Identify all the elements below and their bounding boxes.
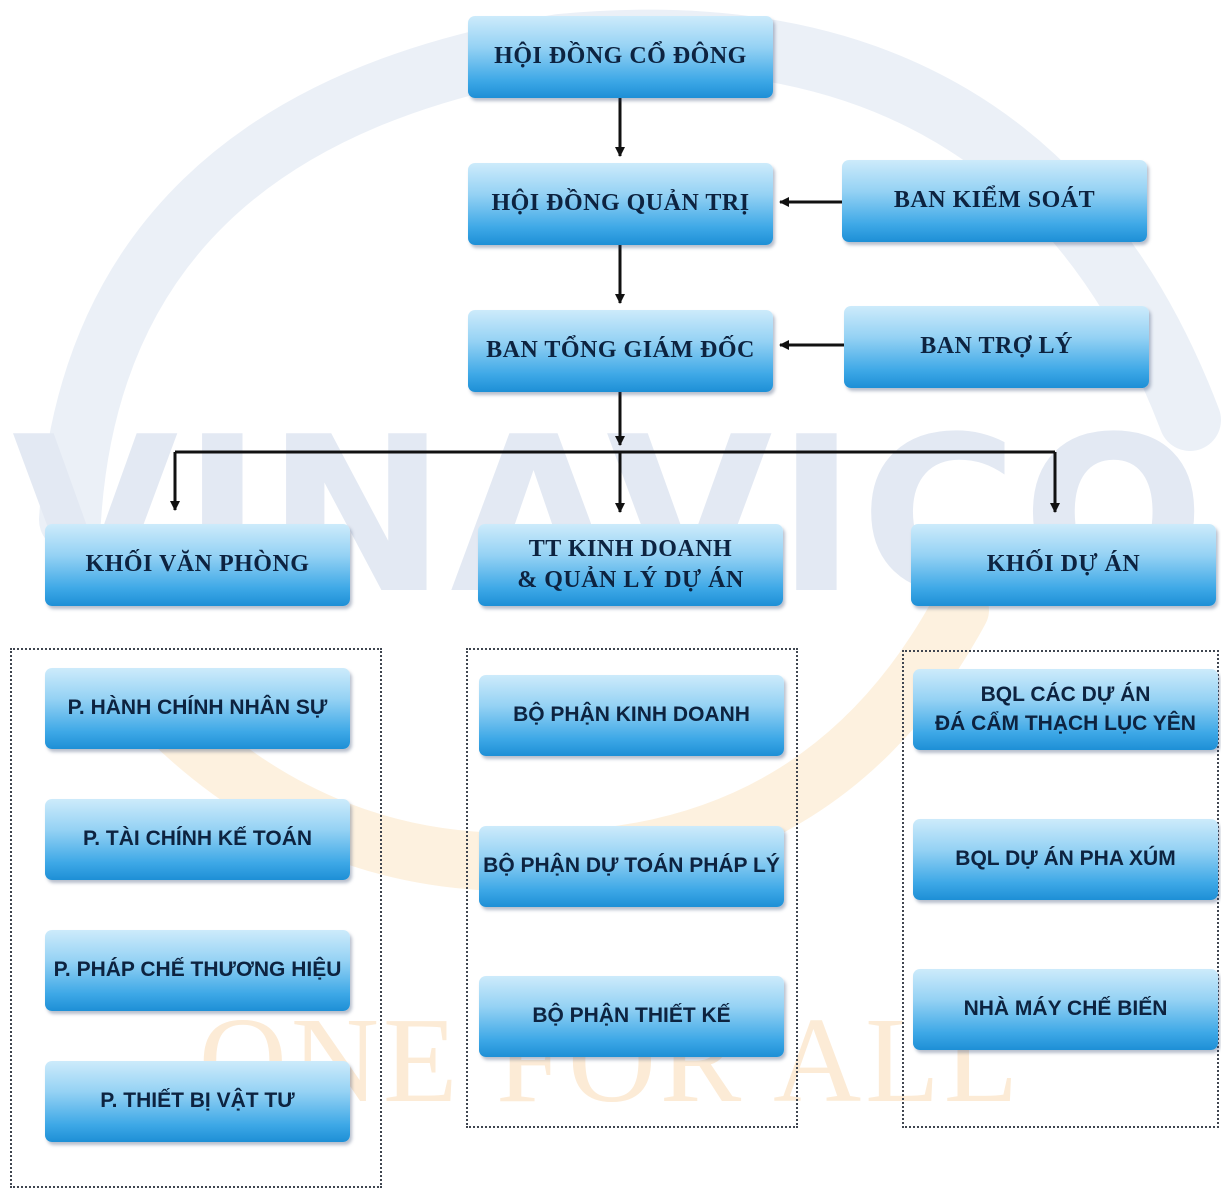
projects-unit-box: NHÀ MÁY CHẾ BIẾN xyxy=(913,969,1218,1050)
projects-division-box: KHỐI DỰ ÁN xyxy=(911,524,1216,606)
projects-unit-label-line1: BQL CÁC DỰ ÁN xyxy=(980,683,1151,707)
projects-unit-label-line2: ĐÁ CẨM THẠCH LỤC YÊN xyxy=(935,711,1196,735)
office-unit-box: P. TÀI CHÍNH KẾ TOÁN xyxy=(45,799,350,880)
office-unit-label: P. PHÁP CHẾ THƯƠNG HIỆU xyxy=(53,958,342,982)
office-unit-label: P. TÀI CHÍNH KẾ TOÁN xyxy=(82,827,313,851)
business-unit-label: BỘ PHẬN THIẾT KẾ xyxy=(532,1004,731,1028)
supervisory-box: BAN KIỂM SOÁT xyxy=(842,160,1147,242)
business-division-label-line2: & QUẢN LÝ DỰ ÁN xyxy=(517,567,744,593)
business-division-label-line1: TT KINH DOANH xyxy=(528,535,733,562)
office-units-group xyxy=(10,648,382,1188)
projects-units-group xyxy=(902,650,1219,1128)
office-unit-label: P. HÀNH CHÍNH NHÂN SỰ xyxy=(67,696,328,720)
office-unit-label: P. THIẾT BỊ VẬT TƯ xyxy=(100,1089,295,1113)
board-label: HỘI ĐỒNG QUẢN TRỊ xyxy=(491,190,750,217)
business-division-box: TT KINH DOANH & QUẢN LÝ DỰ ÁN xyxy=(478,524,783,606)
business-unit-box: BỘ PHẬN DỰ TOÁN PHÁP LÝ xyxy=(479,826,784,907)
executive-label: BAN TỔNG GIÁM ĐỐC xyxy=(486,337,755,364)
projects-unit-label: NHÀ MÁY CHẾ BIẾN xyxy=(963,997,1168,1021)
board-box: HỘI ĐỒNG QUẢN TRỊ xyxy=(468,163,773,245)
assistants-box: BAN TRỢ LÝ xyxy=(844,306,1149,388)
projects-unit-box: BQL CÁC DỰ ÁN ĐÁ CẨM THẠCH LỤC YÊN xyxy=(913,669,1218,750)
supervisory-label: BAN KIỂM SOÁT xyxy=(893,187,1096,214)
business-unit-box: BỘ PHẬN THIẾT KẾ xyxy=(479,976,784,1057)
business-unit-label: BỘ PHẬN KINH DOANH xyxy=(513,703,750,727)
business-unit-box: BỘ PHẬN KINH DOANH xyxy=(479,675,784,756)
office-unit-box: P. THIẾT BỊ VẬT TƯ xyxy=(45,1061,350,1142)
executive-box: BAN TỔNG GIÁM ĐỐC xyxy=(468,310,773,392)
office-division-label: KHỐI VĂN PHÒNG xyxy=(85,551,310,578)
shareholders-box: HỘI ĐỒNG CỔ ĐÔNG xyxy=(468,16,773,98)
office-division-box: KHỐI VĂN PHÒNG xyxy=(45,524,350,606)
business-units-group xyxy=(466,648,798,1128)
office-unit-box: P. PHÁP CHẾ THƯƠNG HIỆU xyxy=(45,930,350,1011)
business-unit-label: BỘ PHẬN DỰ TOÁN PHÁP LÝ xyxy=(483,854,780,878)
office-unit-box: P. HÀNH CHÍNH NHÂN SỰ xyxy=(45,668,350,749)
projects-unit-box: BQL DỰ ÁN PHA XÚM xyxy=(913,819,1218,900)
assistants-label: BAN TRỢ LÝ xyxy=(920,333,1073,360)
projects-division-label: KHỐI DỰ ÁN xyxy=(986,551,1141,578)
shareholders-label: HỘI ĐỒNG CỔ ĐÔNG xyxy=(494,43,747,70)
projects-unit-label: BQL DỰ ÁN PHA XÚM xyxy=(955,847,1176,871)
